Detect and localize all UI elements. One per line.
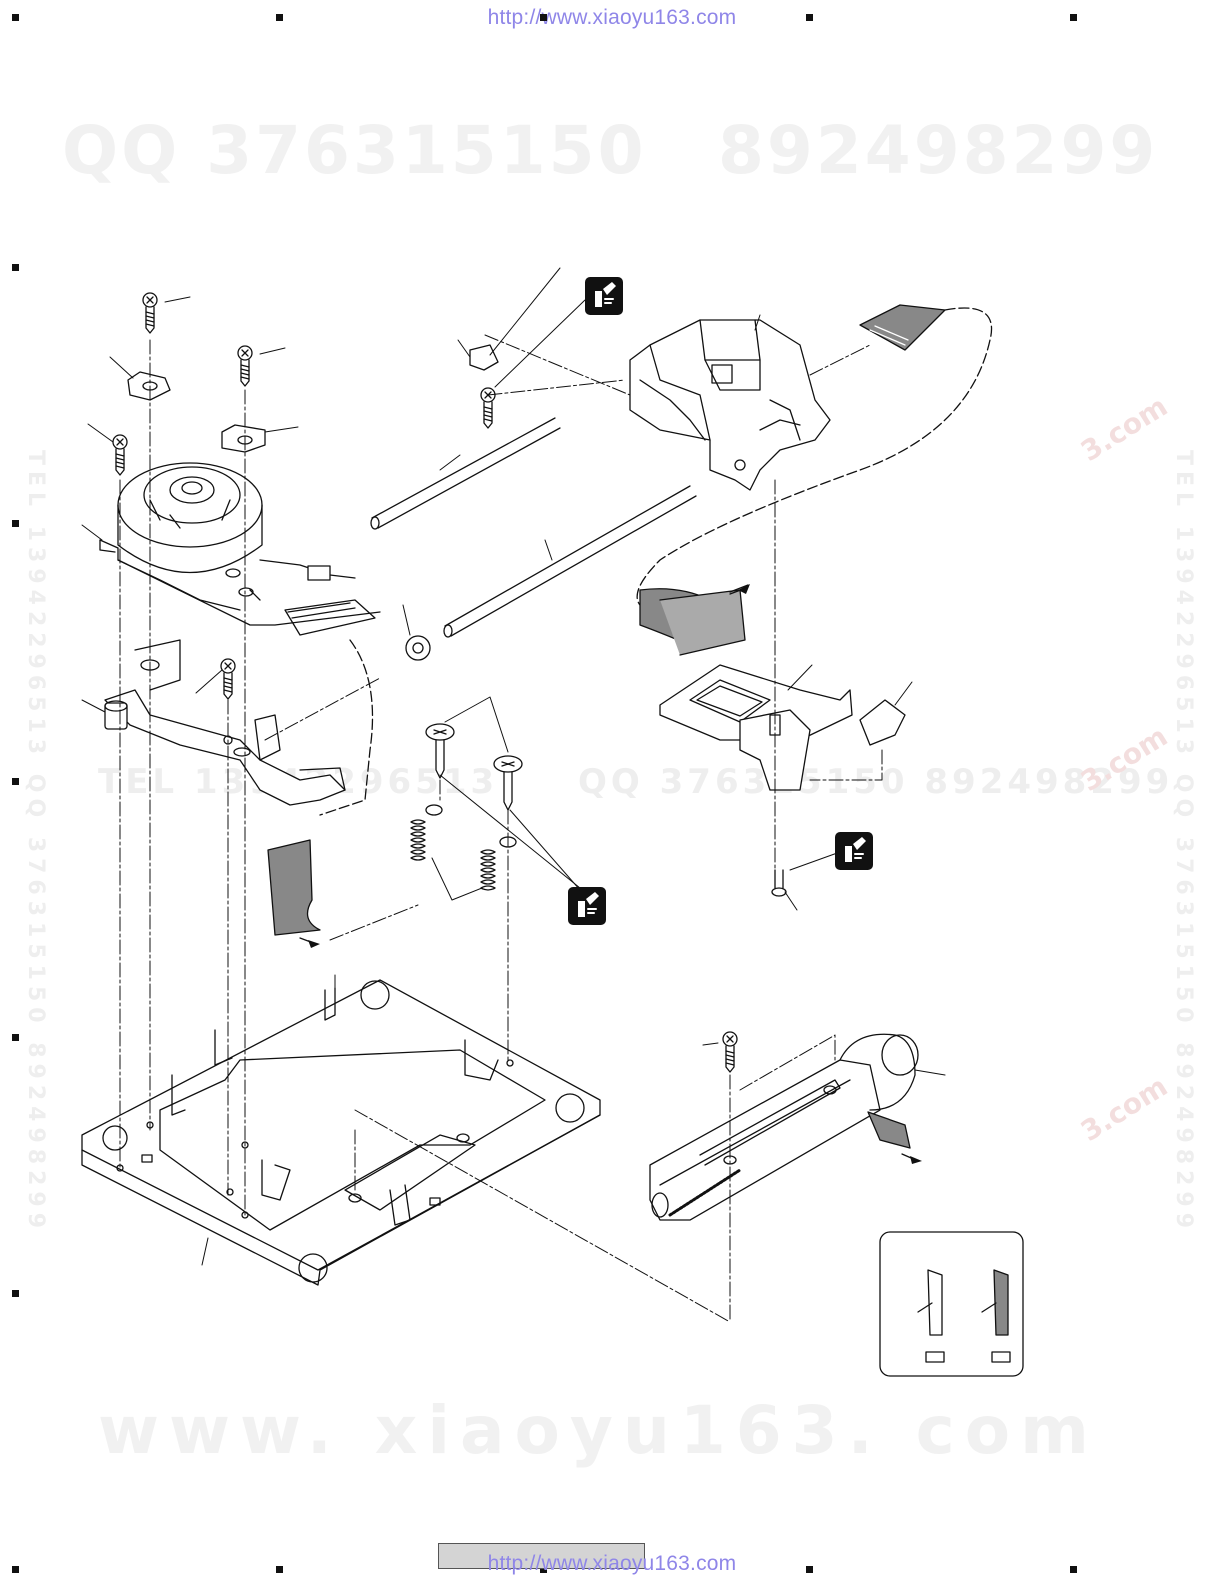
sled-motor-rack [650, 1034, 918, 1220]
main-chassis [82, 980, 600, 1285]
footer-url[interactable]: http://www.xiaoyu163.com [0, 1552, 1224, 1576]
spring [481, 850, 495, 890]
screw [238, 346, 252, 386]
optical-pickup [630, 320, 830, 490]
spindle-motor-assembly [100, 463, 380, 635]
pickup-plate [640, 585, 905, 790]
grease-icon [835, 832, 873, 870]
bracket [128, 345, 498, 452]
detail-inset [880, 1232, 1023, 1376]
spring [411, 820, 425, 860]
screw [113, 435, 127, 475]
screw [772, 870, 786, 896]
screw [723, 1032, 737, 1072]
grease-icon [585, 277, 623, 315]
screw [143, 293, 157, 333]
grease-icon [568, 887, 606, 925]
washer [426, 805, 442, 815]
screw [221, 659, 235, 699]
